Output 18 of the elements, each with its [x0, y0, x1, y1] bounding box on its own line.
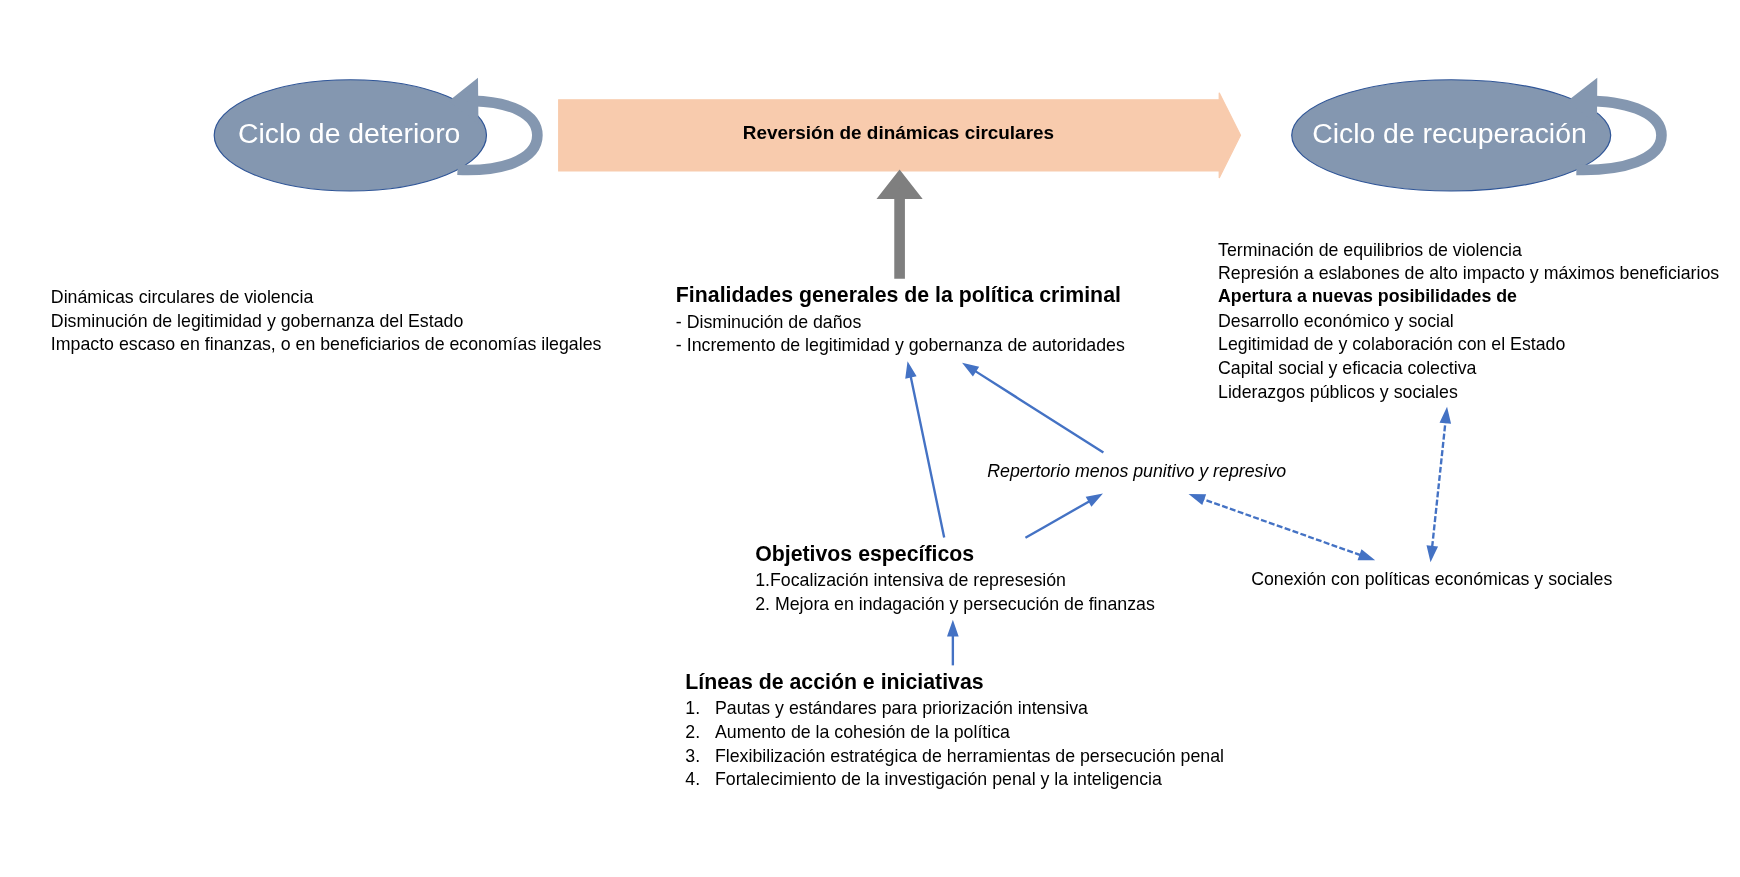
arrow [1426, 406, 1452, 562]
label: Dinámicas circulares de violencia [50, 286, 314, 307]
arrow [1024, 493, 1103, 539]
node-text: Líneas de acción e iniciativas 1. Pautas y estándares para priorización intensiva 2. Aumento de la cohesión de la política 3. Flexibilización estratégica de herramientas de persecución penal 4. Fortalecimiento de la investigación penal y la inteligencia [685, 669, 1225, 789]
label: Impacto escaso en finanzas, o en beneficiarios de economías ilegales [50, 333, 602, 354]
label: Disminución de legitimidad y gobernanza del Estado [50, 310, 464, 331]
node-text: Finalidades generales de la política criminal - Disminución de daños - Incremento de legitimidad y gobernanza de autoridades [675, 282, 1125, 355]
node-text: Repertorio menos punitivo y represivo [987, 460, 1287, 481]
arrow [1188, 493, 1376, 560]
node-text: Objetivos específicos 1.Focalización intensiva de represesión 2. Mejora en indagación y persecución de finanzas [755, 541, 1155, 614]
node-text: Conexión con políticas económicas y sociales [1251, 568, 1613, 589]
node-text: Terminación de equilibrios de violencia Represión a eslabones de alto impacto y máximos beneficiarios Apertura a nuevas posibilidades de Desarrollo económico y social Legitimidad de y colaboración con el Estado Capital social y eficacia colectiva Liderazgos públicos y sociales [1218, 239, 1720, 402]
arrow [905, 360, 946, 538]
arrow [876, 169, 923, 279]
arrow [947, 619, 959, 665]
arrow [448, 77, 543, 175]
arrow [962, 362, 1105, 454]
arrow [1567, 77, 1667, 175]
